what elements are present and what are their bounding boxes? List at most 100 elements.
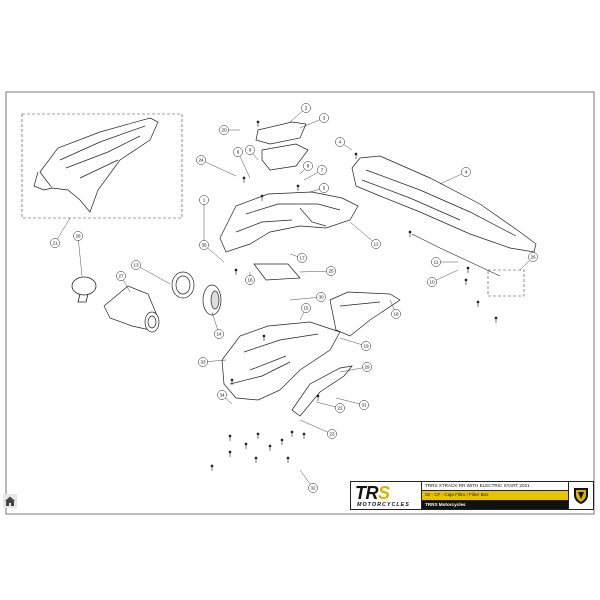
callout-bubble: 3 [319,113,329,123]
home-icon [3,494,17,508]
callout-circle [371,239,381,249]
callout-circle [233,147,243,157]
inset-side-panel [33,117,159,213]
callout-circle [335,403,345,413]
leader-line [135,264,171,285]
callout-number: 31 [361,403,367,408]
callout-bubble: 1 [199,195,209,205]
callout-circle [528,252,538,262]
filter-gasket [202,284,222,316]
callout-bubble: 6 [233,147,243,157]
callout-number: 34 [219,393,225,398]
drawing-frame [5,91,595,515]
shield-icon [574,487,588,504]
side-panel [329,291,401,337]
title-info: TRRS XTRACK RR WITH ELECTRIC START 2021 … [422,482,568,509]
leader-line [299,270,332,273]
callout-number: 35 [201,243,207,248]
callout-bubble: 19 [361,341,371,351]
callout-circle [297,253,307,263]
callout-bubble: 28 [73,231,83,241]
fastener [280,438,284,442]
callout-circle [431,257,441,267]
callout-number: 26 [530,255,536,260]
leader-line [299,419,333,435]
tail-section [219,191,359,253]
callout-number: 14 [216,332,222,337]
callout-circle [245,145,255,155]
fastener [316,394,320,398]
callout-circle [196,155,206,165]
section-title: 02 - CF - Caja Filtro / Filter Box [422,491,568,501]
brand-emblem [568,482,593,509]
fastener [228,450,232,454]
callout-bubble: 16 [245,275,255,285]
brand-wordmark: TRS [355,483,390,503]
callout-bubble: 33 [198,357,208,367]
callout-number: 22 [337,406,343,411]
callout-circle [427,277,437,287]
callout-bubble: 2 [301,103,311,113]
flat-plate [253,263,301,281]
callout-circle [461,167,471,177]
fastener [254,456,258,460]
callout-circle [317,165,327,175]
fastener [466,266,470,270]
leader-line [289,296,322,301]
callout-number: 18 [393,312,399,317]
model-title: TRRS XTRACK RR WITH ELECTRIC START 2021 [422,482,568,492]
callout-bubble: 4 [335,137,345,147]
connector-detail-box [487,269,525,297]
fastener [476,300,480,304]
fastener [256,120,260,124]
callout-circle [327,429,337,439]
callout-bubble: 5 [319,183,329,193]
callout-number: 15 [303,306,309,311]
callout-circle [319,183,329,193]
callout-bubble: 30 [316,292,326,302]
callout-number: 32 [310,486,316,491]
callout-bubble: 29 [362,362,372,372]
callout-number: 19 [363,344,369,349]
callout-bubble: 17 [297,253,307,263]
callout-number: 28 [75,234,81,239]
leader-line [349,221,377,245]
callout-circle [359,400,369,410]
callout-circle [301,303,311,313]
callout-bubble: 27 [116,271,126,281]
callout-circle [362,362,372,372]
callout-bubble: 7 [317,165,327,175]
fastener [256,432,260,436]
mudflap [291,365,353,417]
fastener [464,278,468,282]
callout-circle [199,240,209,250]
callout-number: 5 [323,186,326,191]
callout-number: 4 [339,140,342,145]
callout-circle [391,309,401,319]
callout-number: 3 [323,116,326,121]
fasteners [210,120,498,471]
callout-bubble: 9 [245,145,255,155]
callout-number: 1 [203,198,206,203]
company-name: TRRS Motorcycles [422,500,568,509]
callout-number: 29 [364,365,370,370]
callout-number: 11 [434,260,439,265]
callout-bubble: 35 [199,240,209,250]
callout-circle [116,271,126,281]
top-cover [255,121,309,171]
callout-number: 9 [249,148,252,153]
callout-bubble: 15 [301,303,311,313]
fastener [494,316,498,320]
fastener [210,464,214,468]
callout-bubble: 10 [427,277,437,287]
leader-line [54,217,71,244]
callout-number: 10 [429,280,435,285]
callout-number: 6 [237,150,240,155]
fastener [268,444,272,448]
callout-circle [131,260,141,270]
callout-number: 12 [373,242,379,247]
callout-number: 17 [299,256,305,261]
home-button[interactable] [3,494,17,508]
fastener [234,268,238,272]
